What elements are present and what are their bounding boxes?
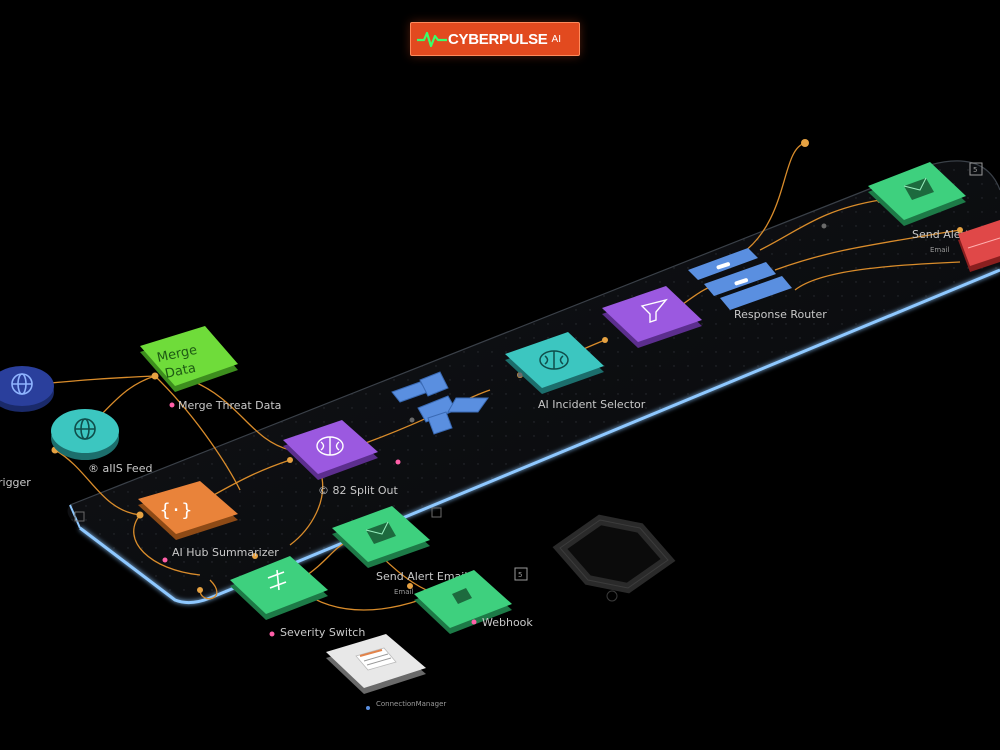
trigger-label: rigger (0, 476, 31, 489)
response-router-label: Response Router (734, 308, 827, 321)
code-braces-icon: {·} (160, 500, 193, 521)
badge-mid: 5 (518, 571, 522, 579)
trigger-node[interactable] (0, 366, 54, 412)
severity-switch-label: Severity Switch (280, 626, 365, 639)
feed-node[interactable] (51, 409, 119, 460)
webhook-label: Webhook (482, 616, 533, 629)
incident-selector-label: AI Incident Selector (538, 398, 646, 411)
connector-node[interactable] (326, 634, 426, 694)
analysis-label: AI Hub Summarizer (172, 546, 279, 559)
merge-data-node[interactable]: Merge Data (140, 326, 238, 392)
split-out-label: © 82 Split Out (318, 484, 399, 497)
connector-label: ConnectionManager (376, 700, 446, 708)
send-alert-email-mid-sublabel: Email (394, 588, 413, 596)
hexagon-icon (560, 520, 668, 601)
merge-data-label: Merge Threat Data (178, 399, 281, 412)
badge-top: 5 (973, 166, 977, 174)
feed-label: ® aIIS Feed (88, 462, 152, 475)
send-alert-email-top-sublabel: Email (930, 246, 949, 254)
